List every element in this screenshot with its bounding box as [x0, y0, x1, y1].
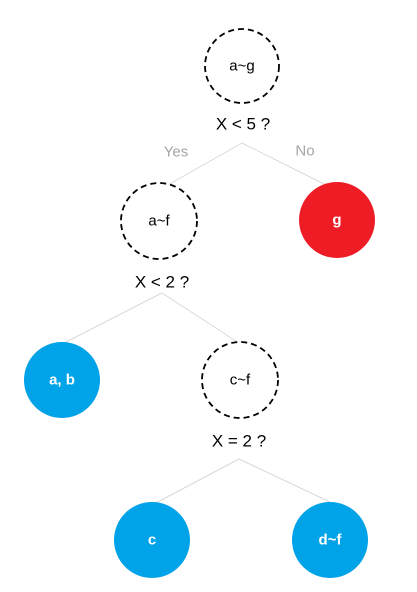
tree-leaf-df: d~f [292, 502, 368, 578]
leaf-circle-ab [24, 342, 100, 418]
tree-leaf-c: c [114, 502, 190, 578]
edge-cf-to-df [238, 458, 331, 503]
branch-label-no: No [295, 143, 314, 160]
split-question-cf: X = 2 ? [212, 432, 266, 451]
edge-cf-to-c [151, 458, 240, 506]
leaf-label-df: d~f [319, 532, 343, 549]
branch-label-yes: Yes [164, 144, 188, 161]
tree-node-af: a~f [120, 182, 198, 260]
leaf-label-g: g [332, 212, 341, 229]
edge-af-to-cf [161, 292, 240, 344]
node-circle-af [120, 182, 198, 260]
node-circle-root [204, 28, 280, 104]
node-label-af: a~f [148, 213, 170, 230]
leaf-circle-c [114, 502, 190, 578]
edge-root-to-af [158, 142, 243, 191]
edge-root-to-g [241, 142, 331, 188]
leaf-label-ab: a, b [49, 372, 75, 389]
tree-leaf-g: g [299, 182, 375, 258]
node-label-cf: c~f [230, 372, 251, 389]
leaf-circle-df [292, 502, 368, 578]
node-circle-cf [201, 341, 279, 419]
split-question-af: X < 2 ? [135, 273, 189, 292]
leaf-label-c: c [148, 532, 156, 549]
tree-node-root: a~g [204, 28, 280, 104]
split-question-root: X < 5 ? [216, 115, 270, 134]
leaf-circle-g [299, 182, 375, 258]
edge-af-to-ab [63, 292, 163, 344]
tree-node-cf: c~f [201, 341, 279, 419]
node-label-root: a~g [229, 58, 254, 75]
tree-leaf-ab: a, b [24, 342, 100, 418]
